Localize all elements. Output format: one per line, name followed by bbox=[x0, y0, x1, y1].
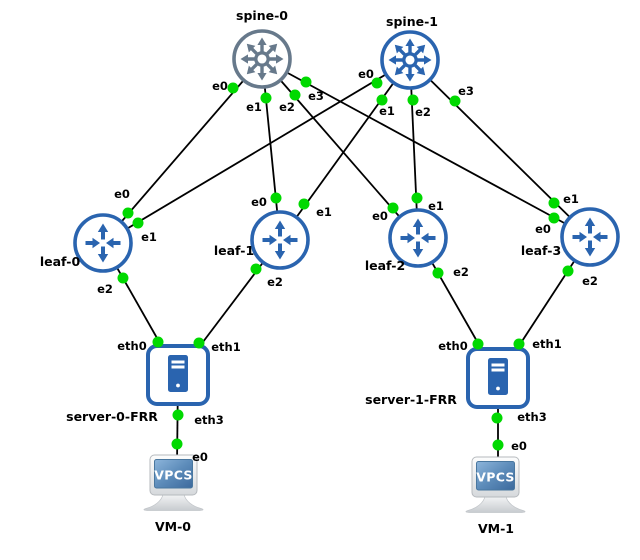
port-label-leaf-1-e2: e2 bbox=[267, 275, 283, 289]
router-icon bbox=[73, 213, 133, 273]
status-dot bbox=[132, 217, 144, 229]
node-label-spine-0: spine-0 bbox=[236, 8, 288, 23]
port-label-spine-0-e0: e0 bbox=[212, 79, 228, 93]
server-icon bbox=[466, 347, 530, 409]
status-dot bbox=[548, 212, 560, 224]
port-labels: e0 e0 e1 e0 e2 e0 e3 e0 e0 e1 e1 e1 e2 e… bbox=[97, 67, 598, 464]
port-label-leaf-2-e0: e0 bbox=[372, 209, 388, 223]
status-dot bbox=[491, 412, 503, 424]
node-leaf-3[interactable] bbox=[560, 207, 620, 267]
port-label-vm-1-e0: e0 bbox=[511, 439, 527, 453]
port-label-spine-0-e1: e1 bbox=[246, 100, 262, 114]
status-dot bbox=[250, 263, 262, 275]
port-label-spine-1-e0: e0 bbox=[358, 67, 374, 81]
node-label-leaf-2: leaf-2 bbox=[365, 258, 405, 273]
status-dot bbox=[117, 272, 129, 284]
status-dot bbox=[152, 336, 164, 348]
status-dot bbox=[562, 265, 574, 277]
status-dot bbox=[411, 192, 423, 204]
server-icon bbox=[146, 344, 210, 406]
port-label-leaf-0-e1: e1 bbox=[141, 230, 157, 244]
status-dot bbox=[371, 77, 383, 89]
port-label-leaf-0-e2: e2 bbox=[97, 282, 113, 296]
port-label-spine-0-e3: e3 bbox=[308, 89, 324, 103]
vpcs-screen-text: VPCS bbox=[476, 470, 514, 485]
status-dot bbox=[449, 95, 461, 107]
status-dot bbox=[472, 338, 484, 350]
node-spine-0[interactable] bbox=[234, 31, 290, 87]
port-label-leaf-3-e0: e0 bbox=[535, 222, 551, 236]
port-label-leaf-2-e1: e1 bbox=[428, 199, 444, 213]
router-icon bbox=[250, 210, 310, 270]
port-label-spine-0-e2: e2 bbox=[279, 100, 295, 114]
port-label-vm-0-e0: e0 bbox=[192, 450, 208, 464]
node-server-0-frr[interactable] bbox=[146, 344, 210, 406]
port-label-leaf-1-e1: e1 bbox=[316, 205, 332, 219]
node-labels: spine-0 spine-1 leaf-0 leaf-1 leaf-2 lea… bbox=[40, 8, 561, 536]
status-dot bbox=[193, 337, 205, 349]
node-leaf-1[interactable] bbox=[250, 210, 310, 270]
port-label-leaf-0-e0: e0 bbox=[114, 187, 130, 201]
status-dot bbox=[387, 202, 399, 214]
status-dot bbox=[227, 82, 239, 94]
status-dot bbox=[548, 197, 560, 209]
multilayer-switch-icon bbox=[234, 31, 290, 87]
status-dot bbox=[172, 409, 184, 421]
port-label-leaf-2-e2: e2 bbox=[453, 265, 469, 279]
port-label-server-0-eth1: eth1 bbox=[211, 340, 241, 354]
node-label-leaf-3: leaf-3 bbox=[521, 243, 561, 258]
link-spine-1-leaf-1[interactable] bbox=[279, 59, 411, 241]
status-dot bbox=[270, 192, 282, 204]
node-server-1-frr[interactable] bbox=[466, 347, 530, 409]
status-dot bbox=[492, 439, 504, 451]
status-dot bbox=[407, 94, 419, 106]
status-dot bbox=[300, 76, 312, 88]
link-spine-0-leaf-1[interactable] bbox=[261, 58, 281, 241]
node-vm-0[interactable]: VPCS bbox=[143, 454, 204, 511]
port-label-leaf-3-e1: e1 bbox=[563, 192, 579, 206]
node-label-server-1-frr: server-1-FRR bbox=[365, 392, 457, 407]
vpcs-screen-text: VPCS bbox=[154, 468, 192, 483]
status-dot bbox=[513, 338, 525, 350]
status-dot bbox=[122, 207, 134, 219]
link-spine-0-leaf-3[interactable] bbox=[261, 58, 591, 238]
node-label-spine-1: spine-1 bbox=[386, 14, 438, 29]
port-label-server-1-eth1: eth1 bbox=[532, 337, 562, 351]
port-label-spine-1-e2: e2 bbox=[415, 105, 431, 119]
status-dot bbox=[432, 267, 444, 279]
node-label-vm-1: VM-1 bbox=[478, 521, 514, 536]
port-label-server-0-eth3: eth3 bbox=[194, 413, 224, 427]
port-label-leaf-3-e2: e2 bbox=[582, 274, 598, 288]
node-spine-1[interactable] bbox=[382, 32, 438, 88]
port-label-server-0-eth0: eth0 bbox=[117, 339, 147, 353]
port-label-spine-1-e1: e1 bbox=[379, 104, 395, 118]
nodes: VPCS VPCS bbox=[73, 31, 620, 513]
node-label-leaf-1: leaf-1 bbox=[214, 243, 254, 258]
port-label-spine-1-e3: e3 bbox=[458, 84, 474, 98]
port-label-server-1-eth0: eth0 bbox=[438, 339, 468, 353]
port-label-server-1-eth3: eth3 bbox=[517, 410, 547, 424]
status-dot bbox=[376, 94, 388, 106]
node-label-leaf-0: leaf-0 bbox=[40, 254, 81, 269]
router-icon bbox=[560, 207, 620, 267]
port-label-leaf-1-e0: e0 bbox=[251, 195, 267, 209]
status-dot bbox=[171, 438, 183, 450]
status-dot bbox=[298, 198, 310, 210]
multilayer-switch-icon bbox=[382, 32, 438, 88]
node-leaf-0[interactable] bbox=[73, 213, 133, 273]
link-spine-1-leaf-3[interactable] bbox=[409, 59, 591, 238]
status-dot bbox=[289, 89, 301, 101]
link-spine-1-leaf-0[interactable] bbox=[102, 59, 411, 244]
node-label-server-0-frr: server-0-FRR bbox=[66, 409, 158, 424]
node-label-vm-0: VM-0 bbox=[155, 519, 191, 534]
status-dots bbox=[117, 76, 574, 451]
status-dot bbox=[260, 92, 272, 104]
node-vm-1[interactable]: VPCS bbox=[465, 456, 526, 513]
vpcs-computer-icon bbox=[465, 456, 526, 513]
